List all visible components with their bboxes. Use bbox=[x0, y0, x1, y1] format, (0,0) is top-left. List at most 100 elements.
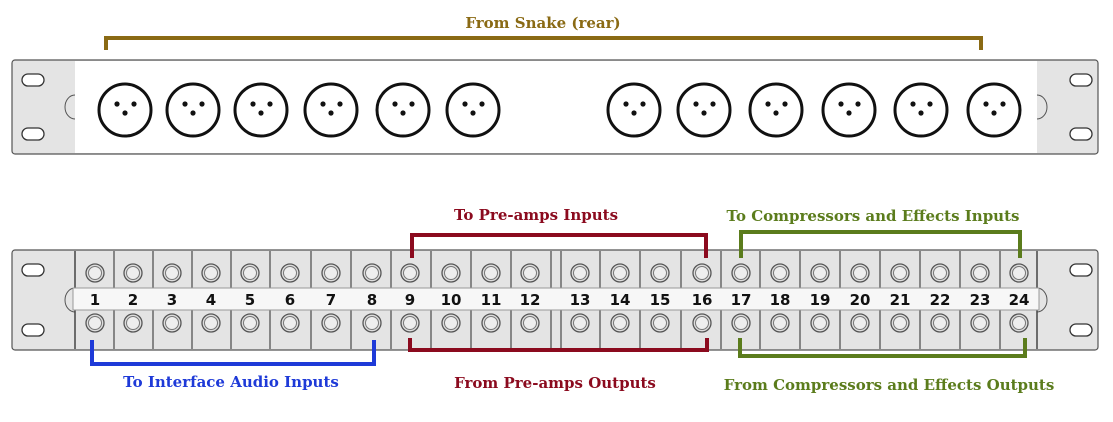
channel-number: 13 bbox=[570, 291, 591, 309]
jack-inner bbox=[653, 266, 667, 280]
xlr-connector bbox=[966, 82, 1022, 138]
jack-inner bbox=[734, 266, 748, 280]
jack-inner bbox=[973, 316, 987, 330]
jack-inner bbox=[853, 266, 867, 280]
xlr-ring bbox=[165, 82, 221, 138]
jack-inner bbox=[773, 266, 787, 280]
jack-inner bbox=[933, 316, 947, 330]
bracket-compressor-inputs bbox=[739, 230, 1022, 258]
jack-inner bbox=[484, 266, 498, 280]
xlr-ring bbox=[375, 82, 431, 138]
xlr-pin bbox=[190, 110, 196, 116]
jack-inner bbox=[243, 316, 257, 330]
jack-inner bbox=[613, 266, 627, 280]
channel-number: 8 bbox=[367, 291, 377, 309]
jack-inner bbox=[695, 316, 709, 330]
mount-hole bbox=[21, 263, 45, 277]
xlr-connector bbox=[303, 82, 359, 138]
channel-number: 3 bbox=[167, 291, 177, 309]
jack-inner bbox=[613, 316, 627, 330]
xlr-pin bbox=[337, 101, 343, 107]
bracket-compressor-outputs bbox=[738, 338, 1027, 358]
xlr-ring bbox=[821, 82, 877, 138]
channel-number: 4 bbox=[206, 291, 216, 309]
channel-number: 19 bbox=[810, 291, 831, 309]
mount-hole bbox=[1069, 73, 1093, 87]
channel-number: 2 bbox=[128, 291, 138, 309]
bracket-preamp-outputs bbox=[408, 338, 709, 352]
jack-inner bbox=[813, 266, 827, 280]
jack-inner bbox=[165, 316, 179, 330]
handle-left bbox=[64, 287, 76, 313]
xlr-pin bbox=[131, 101, 137, 107]
xlr-pin bbox=[199, 101, 205, 107]
label-to-compressor-inputs: To Compressors and Effects Inputs bbox=[727, 207, 1020, 225]
mount-hole bbox=[1069, 127, 1093, 141]
jack-inner bbox=[773, 316, 787, 330]
xlr-pin bbox=[182, 101, 188, 107]
jack-inner bbox=[484, 316, 498, 330]
jack-inner bbox=[973, 266, 987, 280]
jack-inner bbox=[324, 266, 338, 280]
xlr-connector bbox=[676, 82, 732, 138]
channel-number: 24 bbox=[1009, 291, 1030, 309]
jack-inner bbox=[324, 316, 338, 330]
xlr-pin bbox=[701, 110, 707, 116]
channel-number: 21 bbox=[890, 291, 911, 309]
xlr-pin bbox=[918, 110, 924, 116]
channel-number: 20 bbox=[850, 291, 871, 309]
xlr-pin bbox=[631, 110, 637, 116]
label-from-snake: From Snake (rear) bbox=[465, 14, 620, 32]
xlr-connector bbox=[233, 82, 289, 138]
label-from-preamp-outputs: From Pre-amps Outputs bbox=[454, 374, 656, 392]
jack-inner bbox=[283, 316, 297, 330]
jack-inner bbox=[1012, 316, 1026, 330]
xlr-connector bbox=[165, 82, 221, 138]
xlr-pin bbox=[983, 101, 989, 107]
xlr-pin bbox=[409, 101, 415, 107]
jack-inner bbox=[893, 316, 907, 330]
jack-inner bbox=[204, 316, 218, 330]
handle-left bbox=[64, 94, 76, 120]
label-from-compressor-outputs: From Compressors and Effects Outputs bbox=[724, 376, 1055, 394]
jack-inner bbox=[1012, 266, 1026, 280]
xlr-ring bbox=[303, 82, 359, 138]
jack-inner bbox=[243, 266, 257, 280]
channel-number: 10 bbox=[441, 291, 462, 309]
label-strip bbox=[72, 287, 1040, 311]
handle-right bbox=[1036, 94, 1048, 120]
xlr-pin bbox=[640, 101, 646, 107]
xlr-pin bbox=[328, 110, 334, 116]
xlr-pin bbox=[479, 101, 485, 107]
mount-hole bbox=[21, 127, 45, 141]
xlr-connector bbox=[893, 82, 949, 138]
xlr-ring bbox=[748, 82, 804, 138]
xlr-pin bbox=[623, 101, 629, 107]
channel-number: 15 bbox=[650, 291, 671, 309]
xlr-pin bbox=[462, 101, 468, 107]
jack-inner bbox=[444, 266, 458, 280]
jack-inner bbox=[734, 316, 748, 330]
xlr-connector bbox=[748, 82, 804, 138]
label-to-interface-inputs: To Interface Audio Inputs bbox=[123, 373, 339, 391]
jack-inner bbox=[813, 316, 827, 330]
xlr-pin bbox=[910, 101, 916, 107]
jack-inner bbox=[523, 266, 537, 280]
jack-inner bbox=[403, 316, 417, 330]
jack-inner bbox=[853, 316, 867, 330]
channel-number: 12 bbox=[520, 291, 541, 309]
xlr-pin bbox=[400, 110, 406, 116]
jack-inner bbox=[365, 316, 379, 330]
xlr-pin bbox=[838, 101, 844, 107]
jack-inner bbox=[126, 266, 140, 280]
jack-inner bbox=[204, 266, 218, 280]
xlr-pin bbox=[250, 101, 256, 107]
jack-inner bbox=[165, 266, 179, 280]
bracket-interface-inputs bbox=[90, 340, 376, 366]
xlr-ring bbox=[445, 82, 501, 138]
xlr-pin bbox=[320, 101, 326, 107]
xlr-pin bbox=[782, 101, 788, 107]
channel-number: 23 bbox=[970, 291, 991, 309]
